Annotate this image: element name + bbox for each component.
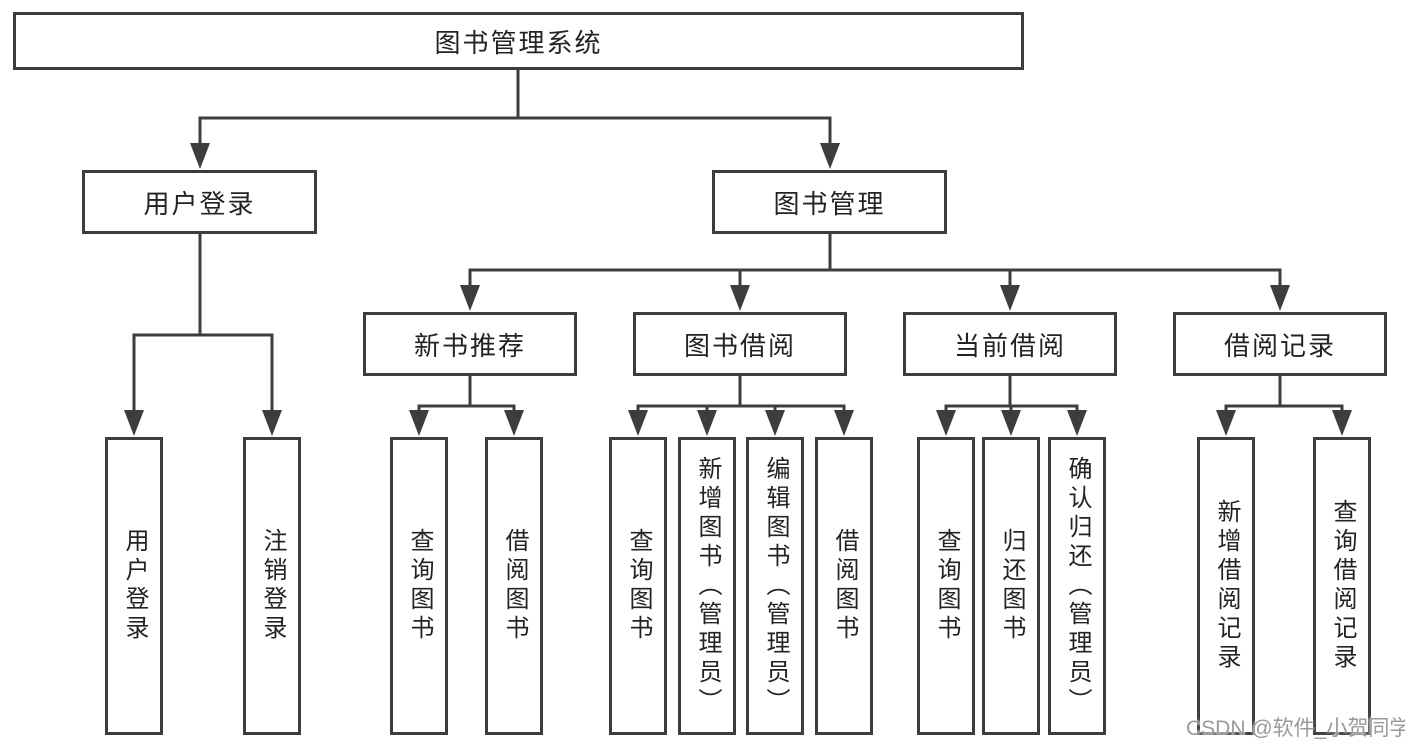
leaf-edit-book-admin-label: 编辑图书（管理员） [762, 455, 789, 717]
leaf-add-borrow-record-label: 新增借阅记录 [1213, 499, 1240, 673]
node-book-management-label: 图书管理 [773, 188, 886, 219]
node-library-system: 图书管理系统 [13, 12, 1024, 70]
node-library-system-label: 图书管理系统 [434, 27, 603, 58]
leaf-confirm-return-admin-label: 确认归还（管理员） [1064, 455, 1091, 717]
leaf-add-borrow-record: 新增借阅记录 [1197, 437, 1255, 735]
leaf-query-books-recommend-label: 查询图书 [406, 528, 433, 644]
leaf-query-books-current-label: 查询图书 [933, 528, 960, 644]
arrowheads [124, 143, 1352, 436]
node-borrowing-records: 借阅记录 [1173, 312, 1387, 376]
leaf-return-books: 归还图书 [982, 437, 1040, 735]
node-book-borrowing: 图书借阅 [633, 312, 847, 376]
leaf-logout-label: 注销登录 [259, 528, 286, 644]
node-book-borrowing-label: 图书借阅 [683, 330, 796, 361]
node-current-borrowing-label: 当前借阅 [953, 330, 1066, 361]
leaf-borrow-books-recommend: 借阅图书 [485, 437, 543, 735]
leaf-query-books-borrow-label: 查询图书 [625, 528, 652, 644]
leaf-edit-book-admin: 编辑图书（管理员） [746, 437, 804, 735]
leaf-query-books-borrow: 查询图书 [609, 437, 667, 735]
leaf-return-books-label: 归还图书 [998, 528, 1025, 644]
leaf-add-book-admin: 新增图书（管理员） [678, 437, 736, 735]
node-new-book-recommend: 新书推荐 [363, 312, 577, 376]
leaf-query-borrow-record-label: 查询借阅记录 [1329, 499, 1356, 673]
node-new-book-recommend-label: 新书推荐 [413, 330, 526, 361]
node-current-borrowing: 当前借阅 [903, 312, 1117, 376]
leaf-query-books-current: 查询图书 [917, 437, 975, 735]
leaf-user-login: 用户登录 [105, 437, 163, 735]
leaf-user-login-label: 用户登录 [121, 528, 148, 644]
node-user-login-label: 用户登录 [143, 188, 256, 219]
leaf-borrow-books-label: 借阅图书 [831, 528, 858, 644]
leaf-add-book-admin-label: 新增图书（管理员） [694, 455, 721, 717]
leaf-query-borrow-record: 查询借阅记录 [1313, 437, 1371, 735]
leaf-confirm-return-admin: 确认归还（管理员） [1048, 437, 1106, 735]
leaf-borrow-books-recommend-label: 借阅图书 [501, 528, 528, 644]
leaf-logout: 注销登录 [243, 437, 301, 735]
leaf-query-books-recommend: 查询图书 [390, 437, 448, 735]
node-borrowing-records-label: 借阅记录 [1223, 330, 1336, 361]
node-book-management: 图书管理 [712, 170, 947, 234]
node-user-login: 用户登录 [82, 170, 317, 234]
watermark-text: CSDN @软件_小贺同学 [1186, 717, 1405, 740]
leaf-borrow-books: 借阅图书 [815, 437, 873, 735]
